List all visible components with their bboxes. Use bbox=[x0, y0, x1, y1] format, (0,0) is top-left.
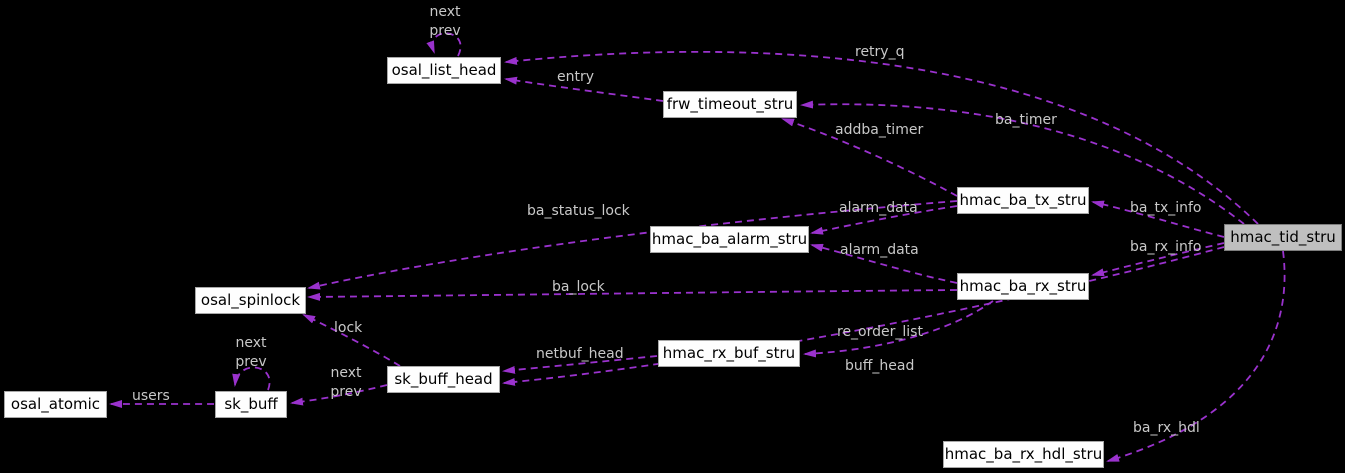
edge-label-entry: entry bbox=[557, 69, 595, 85]
edge-buff-head bbox=[502, 246, 1225, 386]
node-hmac-rx-buf-stru[interactable]: hmac_rx_buf_stru bbox=[658, 340, 800, 367]
edge-ba-status-lock bbox=[307, 200, 958, 290]
edge-label-addba-timer: addba_timer bbox=[835, 122, 924, 138]
edge-label-alarm-data-tx: alarm_data bbox=[839, 200, 918, 216]
edge-label-ba-lock: ba_lock bbox=[552, 279, 605, 295]
edge-sk-buff-self bbox=[232, 366, 271, 391]
edge-label-users: users bbox=[132, 388, 170, 404]
node-hmac-tid-stru[interactable]: hmac_tid_stru bbox=[1224, 224, 1342, 251]
edge-alarm-data-rx bbox=[810, 243, 958, 284]
edge-label-ba-rx-info: ba_rx_info bbox=[1130, 239, 1202, 255]
edge-ba-rx-hdl bbox=[1106, 250, 1286, 462]
node-sk-buff-head[interactable]: sk_buff_head bbox=[387, 366, 500, 393]
node-hmac-ba-rx-stru[interactable]: hmac_ba_rx_stru bbox=[957, 273, 1089, 300]
node-hmac-ba-alarm-stru[interactable]: hmac_ba_alarm_stru bbox=[650, 226, 809, 253]
node-osal-atomic[interactable]: osal_atomic bbox=[4, 391, 107, 418]
edge-label-ba-rx-hdl: ba_rx_hdl bbox=[1133, 420, 1200, 436]
edge-label-sk-buff-self: next prev bbox=[235, 335, 267, 370]
edge-label-re-order-list: re_order_list bbox=[837, 324, 923, 340]
edge-ba-rx-info bbox=[1091, 242, 1225, 277]
node-sk-buff[interactable]: sk_buff bbox=[215, 391, 287, 418]
node-osal-list-head[interactable]: osal_list_head bbox=[387, 57, 501, 84]
edge-netbuf-head bbox=[502, 355, 658, 374]
node-osal-spinlock[interactable]: osal_spinlock bbox=[195, 287, 306, 314]
edge-label-lock: lock bbox=[334, 320, 363, 336]
edge-sk-buff-next-prev bbox=[290, 384, 388, 406]
edge-label-ba-timer: ba_timer bbox=[995, 112, 1057, 128]
edge-label-buff-head: buff_head bbox=[845, 358, 915, 374]
node-hmac-ba-rx-hdl-stru[interactable]: hmac_ba_rx_hdl_stru bbox=[943, 441, 1104, 468]
node-hmac-ba-tx-stru[interactable]: hmac_ba_tx_stru bbox=[957, 187, 1089, 214]
edge-label-ba-status-lock: ba_status_lock bbox=[527, 203, 630, 219]
edge-label-osal-list-head-self: next prev bbox=[429, 4, 461, 39]
edge-addba-timer bbox=[781, 118, 958, 197]
edge-retry-q bbox=[504, 50, 1259, 225]
edge-osal-list-head-self bbox=[426, 32, 462, 57]
edge-entry bbox=[504, 76, 664, 102]
node-frw-timeout-stru[interactable]: frw_timeout_stru bbox=[663, 91, 797, 118]
edge-label-retry-q: retry_q bbox=[855, 44, 905, 60]
edge-label-sk-buff-next-prev: next prev bbox=[330, 365, 362, 400]
edge-ba-tx-info bbox=[1091, 200, 1225, 238]
edge-label-netbuf-head: netbuf_head bbox=[536, 346, 624, 362]
edge-ba-timer bbox=[800, 100, 1245, 225]
edge-alarm-data-tx bbox=[810, 205, 958, 235]
edge-ba-lock bbox=[307, 289, 958, 301]
edge-lock bbox=[302, 314, 401, 367]
edge-label-alarm-data-rx: alarm_data bbox=[840, 242, 919, 258]
edge-re-order-list bbox=[803, 300, 994, 358]
edge-label-ba-tx-info: ba_tx_info bbox=[1130, 200, 1202, 216]
